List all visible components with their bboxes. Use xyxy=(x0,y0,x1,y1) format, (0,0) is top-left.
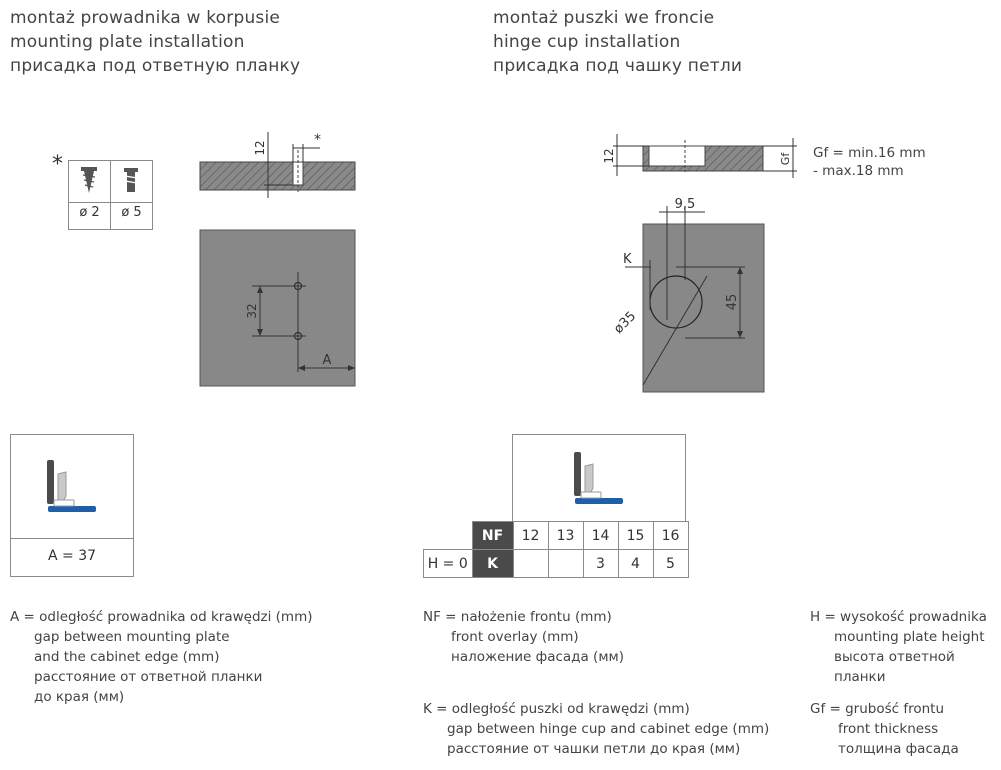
nf-col-16: 16 xyxy=(652,521,689,550)
legend-a-line-3: and the cabinet edge (mm) xyxy=(34,649,220,665)
k-value-13 xyxy=(547,549,584,578)
gf-note-line-1: Gf = min.16 mm xyxy=(813,145,926,161)
cup-dim-9-5: 9,5 xyxy=(675,197,696,212)
screw-value-1: ø 2 xyxy=(79,205,100,220)
nf-col-13: 13 xyxy=(547,521,584,550)
nf-col-12: 12 xyxy=(512,521,549,550)
right-title-en: hinge cup installation xyxy=(493,32,681,52)
plate-dim-asterisk: * xyxy=(314,132,321,148)
hinge-cup-drawing: 12 Gf ø35 9,5 K 45 xyxy=(602,134,797,393)
left-title-en: mounting plate installation xyxy=(10,32,245,52)
nf-table: NF 12 13 14 15 16 H = 0 K 3 4 5 xyxy=(423,521,689,578)
legend-nf-line-2: front overlay (mm) xyxy=(451,629,579,645)
cup-recess-section xyxy=(648,145,706,167)
legend-h: H = wysokość prowadnika mounting plate h… xyxy=(810,607,987,687)
plate-dim-a: A xyxy=(323,353,332,368)
screw-table xyxy=(68,160,154,230)
mounting-plate-drawing: 12 * 32 A xyxy=(199,132,356,387)
cup-dim-12: 12 xyxy=(602,148,616,163)
a-box xyxy=(10,434,134,577)
legend-k: K = odległość puszki od krawędzi (mm) ga… xyxy=(423,699,769,759)
left-title: montaż prowadnika w korpusie mounting pl… xyxy=(10,6,300,78)
cup-dim-45: 45 xyxy=(725,294,740,311)
left-title-pl: montaż prowadnika w korpusie xyxy=(10,8,281,28)
k-value-16: 5 xyxy=(652,549,689,578)
legend-k-line-2: gap between hinge cup and cabinet edge (… xyxy=(447,721,770,737)
k-value-14: 3 xyxy=(582,549,619,578)
legend-h-line-4: планки xyxy=(834,669,886,685)
legend-gf-line-1: Gf = grubość frontu xyxy=(810,701,945,717)
nf-col-15: 15 xyxy=(617,521,654,550)
nf-illustration-box xyxy=(512,434,686,522)
legend-k-line-1: K = odległość puszki od krawędzi (mm) xyxy=(423,701,690,717)
nf-table-empty xyxy=(424,522,473,550)
left-title-ru: присадка под ответную планку xyxy=(10,56,301,76)
legend-gf-line-2: front thickness xyxy=(838,721,939,737)
legend-nf-line-1: NF = nałożenie frontu (mm) xyxy=(423,609,612,625)
legend-h-line-2: mounting plate height xyxy=(834,629,985,645)
legend-k-line-3: расстояние от чашки петли до края (мм) xyxy=(447,741,741,757)
row-label-h0: H = 0 xyxy=(423,549,473,578)
plate-dim-12: 12 xyxy=(253,140,267,155)
nf-col-14: 14 xyxy=(582,521,619,550)
legend-a: A = odległość prowadnika od krawędzi (mm… xyxy=(10,607,312,707)
right-title: montaż puszki we froncie hinge cup insta… xyxy=(493,6,742,78)
legend-a-line-5: до края (мм) xyxy=(34,689,125,705)
legend-a-line-2: gap between mounting plate xyxy=(34,629,230,645)
gf-note: Gf = min.16 mm - max.18 mm xyxy=(813,144,926,180)
screw-table-drawing xyxy=(68,160,153,230)
a-box-frame xyxy=(10,434,134,577)
legend-nf-line-3: наложение фасада (мм) xyxy=(451,649,624,665)
k-value-15: 4 xyxy=(617,549,654,578)
front-panel-view xyxy=(642,223,765,393)
cup-dim-k: K xyxy=(623,252,632,267)
nf-box-frame xyxy=(512,434,686,522)
plate-front-view xyxy=(199,229,356,387)
wood-screw-icon xyxy=(81,167,97,193)
screw-asterisk: * xyxy=(52,152,63,177)
cup-dim-gf: Gf xyxy=(779,152,792,166)
legend-nf: NF = nałożenie frontu (mm) front overlay… xyxy=(423,607,624,667)
plate-section xyxy=(199,161,356,191)
legend-gf-line-3: толщина фасада xyxy=(838,741,959,757)
legend-a-line-1: A = odległość prowadnika od krawędzi (mm… xyxy=(10,609,313,625)
legend-h-line-3: высота ответной xyxy=(834,649,955,665)
legend-a-line-4: расстояние от ответной планки xyxy=(34,669,263,685)
hinge-illustration-a xyxy=(47,460,96,512)
right-title-ru: присадка под чашку петли xyxy=(493,56,743,76)
nf-header: NF xyxy=(471,521,514,550)
gf-note-line-2: - max.18 mm xyxy=(813,163,904,179)
a-value-label: A = 37 xyxy=(47,548,97,564)
right-title-pl: montaż puszki we froncie xyxy=(493,8,715,28)
cup-dim-diameter: ø35 xyxy=(611,309,639,337)
screw-value-2: ø 5 xyxy=(121,205,142,220)
plate-dim-32: 32 xyxy=(245,303,259,318)
legend-h-line-1: H = wysokość prowadnika xyxy=(810,609,987,625)
euro-screw-icon xyxy=(124,168,138,192)
row-key-k: K xyxy=(471,549,514,578)
k-value-12 xyxy=(512,549,549,578)
legend-gf: Gf = grubość frontu front thickness толщ… xyxy=(810,699,959,759)
hinge-illustration-nf xyxy=(574,452,623,504)
